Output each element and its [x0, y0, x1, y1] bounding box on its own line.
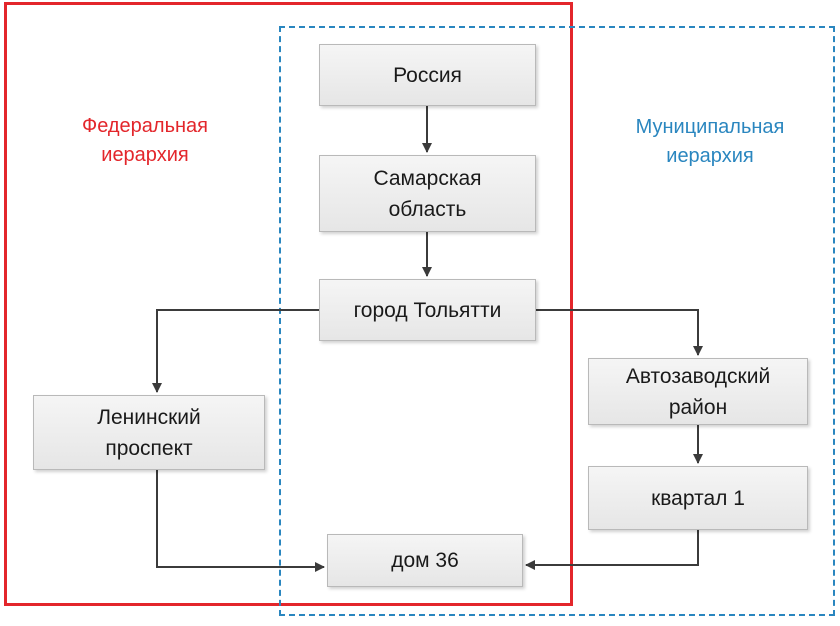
node-samara-oblast: Самарская область — [319, 155, 536, 232]
node-avtozavodsky-district: Автозаводский район — [588, 358, 808, 425]
edge-kvartal-dom — [525, 530, 699, 570]
node-kvartal-label: квартал 1 — [651, 486, 745, 510]
node-russia-label: Россия — [393, 63, 462, 87]
node-avtozavodsky-district-label: Автозаводский район — [625, 364, 771, 419]
node-house-label: дом 36 — [391, 549, 459, 572]
node-leninsky-prospekt: Ленинский проспект — [33, 395, 265, 470]
node-leninsky-prospekt-label: Ленинский проспект — [97, 405, 201, 460]
edge-leninsky-dom — [156, 470, 325, 572]
node-house: дом 36 — [327, 534, 523, 587]
node-samara-oblast-label: Самарская область — [373, 166, 482, 221]
node-tolyatti: город Тольятти — [319, 279, 536, 341]
municipal-hierarchy-label: Муниципальная иерархия — [600, 113, 820, 171]
municipal-hierarchy-label-text: Муниципальная иерархия — [635, 116, 785, 167]
edge-tolyatti-leninsky — [152, 309, 319, 393]
node-tolyatti-label: город Тольятти — [353, 298, 502, 322]
municipal-hierarchy-region — [279, 26, 835, 616]
federal-hierarchy-region — [4, 2, 573, 606]
node-kvartal: квартал 1 — [588, 466, 808, 530]
edge-tolyatti-avtozavodsky — [536, 309, 703, 356]
federal-hierarchy-label-text: Федеральная иерархия — [81, 115, 208, 166]
node-russia: Россия — [319, 44, 536, 106]
federal-hierarchy-label: Федеральная иерархия — [30, 112, 260, 170]
